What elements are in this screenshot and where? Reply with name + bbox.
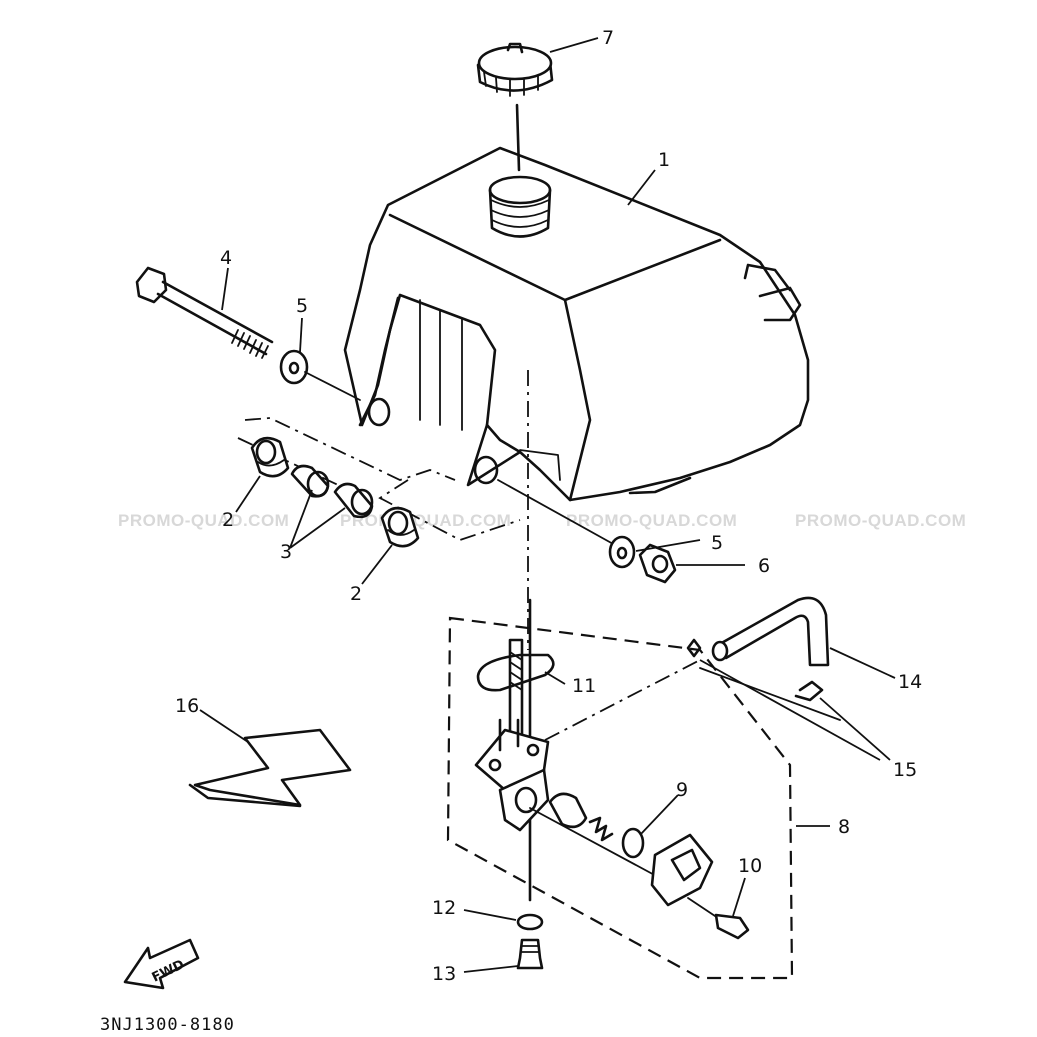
callout-13: 13 [432,963,456,985]
cover-screw [714,913,750,940]
washer-lower [608,535,636,569]
screw-axis-line [687,897,719,919]
leader-lines [199,37,896,973]
filler-neck [488,175,552,238]
watermark-1: PROMO-QUAD.COM [118,511,289,530]
fuel-cock-body [474,718,550,832]
watermark-4: PROMO-QUAD.COM [795,511,966,530]
callout-numbers: 7 1 4 5 2 3 2 5 6 11 14 15 16 9 8 10 12 … [175,27,922,985]
callout-16: 16 [175,695,199,717]
callout-7: 7 [602,27,614,49]
damper-upper [250,436,290,478]
flange-nut [638,543,677,584]
lever-cover [650,833,714,907]
hose-center-line [544,659,701,741]
fuel-tank [343,146,810,502]
callout-1: 1 [658,149,670,171]
callout-4: 4 [220,247,232,269]
fuel-hose [711,596,830,667]
callout-9: 9 [676,779,688,801]
collar-lower [333,482,374,519]
watermark-3: PROMO-QUAD.COM [566,511,737,530]
callout-2-upper: 2 [222,509,234,531]
callout-3: 3 [280,541,292,563]
hose-clip-1 [686,638,702,658]
callout-12: 12 [432,897,456,919]
hose-clip-2 [794,680,824,702]
callout-2-lower: 2 [350,583,362,605]
collar-upper [290,464,330,498]
bolt-axis-line [304,371,361,401]
callout-14: 14 [898,671,922,693]
valve-plunger [548,792,588,829]
callout-5-lower: 5 [711,532,723,554]
o-ring [621,827,645,859]
callout-11: 11 [572,675,596,697]
drain-gasket [516,913,544,931]
valve-axis-line [529,807,661,879]
callout-5-upper: 5 [296,295,308,317]
drain-screw [516,938,544,970]
forward-arrow: FWD [123,938,200,990]
bolt-long [135,266,274,359]
nut-axis-line [497,479,616,546]
damper-lower [380,506,420,548]
watermark-row: PROMO-QUAD.COM PROMO-QUAD.COM PROMO-QUAD… [118,511,966,530]
clip-center-line [699,667,841,721]
callout-6: 6 [758,555,770,577]
drawing-code: 3NJ1300-8180 [100,1015,235,1035]
callout-10: 10 [738,855,762,877]
washer-upper [279,349,309,385]
warning-label-sticker [188,728,352,808]
fuel-filter-screen [476,638,555,742]
cap-axis-line [515,103,521,172]
callout-15: 15 [893,759,917,781]
callout-8: 8 [838,816,850,838]
fuel-cap [476,42,554,97]
valve-spring [588,816,614,842]
